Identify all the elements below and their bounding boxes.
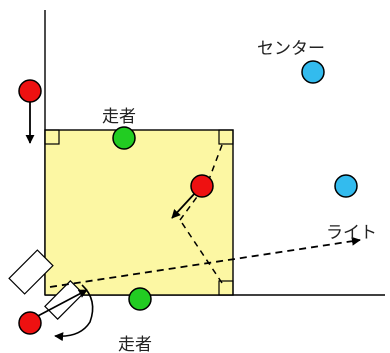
arrow-home-curve (54, 284, 94, 342)
base-third (44, 129, 60, 145)
infield-square (44, 129, 234, 296)
runner-arrow-to-third (171, 191, 197, 219)
player-runner-top (112, 126, 136, 150)
player-right (334, 174, 358, 198)
label-runner-bottom: 走者 (118, 335, 152, 353)
player-second-base (190, 174, 214, 198)
dashed-path-first-base (179, 219, 223, 284)
throw-arrow-right-field (49, 236, 361, 288)
batter-box-right (44, 280, 84, 320)
base-second (218, 129, 234, 145)
label-runner-top: 走者 (102, 107, 136, 127)
label-right: ライト (326, 223, 377, 243)
label-center: センター (257, 39, 325, 59)
arrow-home-up (33, 289, 88, 319)
base-first (218, 280, 234, 296)
player-catcher (18, 311, 42, 335)
player-runner-bottom (128, 287, 152, 311)
player-left-fielder (18, 79, 42, 103)
player-center (301, 60, 325, 84)
batter-box-left (8, 249, 54, 295)
